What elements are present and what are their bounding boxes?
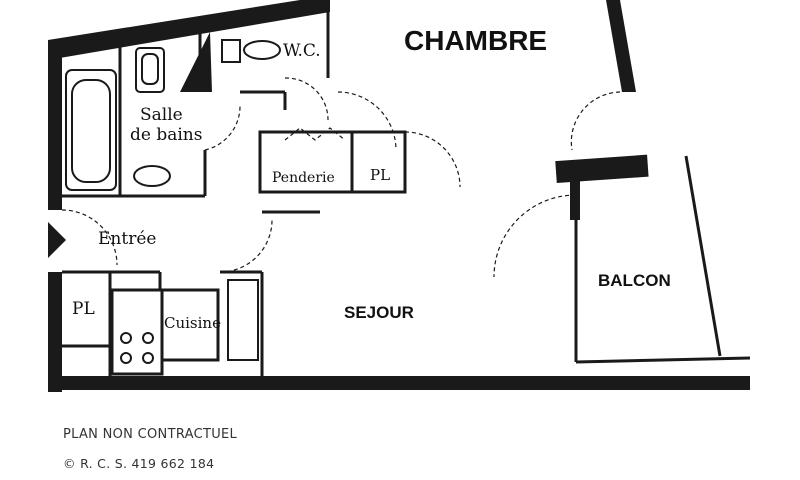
duct-marker <box>180 32 212 92</box>
bathtub <box>65 69 117 191</box>
hob-burner <box>120 352 132 364</box>
label-pl-entrance: PL <box>72 299 95 319</box>
sink <box>133 165 171 187</box>
hob-burner <box>120 332 132 344</box>
door-chambre-window <box>570 91 621 151</box>
label-sejour: SEJOUR <box>344 303 414 322</box>
door-sejour <box>219 219 273 273</box>
washbasin <box>135 47 165 93</box>
door-balcon <box>493 194 577 278</box>
floor-plan: CHAMBRE W.C. Salle de bains Penderie PL … <box>48 0 751 392</box>
footer-disclaimer: PLAN NON CONTRACTUEL <box>63 427 238 442</box>
label-salle-line2: de bains <box>130 125 202 145</box>
label-entree: Entrée <box>98 229 156 249</box>
hob-burner <box>142 332 154 344</box>
door-bathroom <box>204 104 241 151</box>
label-penderie: Penderie <box>272 170 335 186</box>
door-penderie <box>284 127 346 141</box>
label-pl-bedroom: PL <box>370 166 390 184</box>
label-chambre: CHAMBRE <box>404 25 547 56</box>
label-salle-line1: Salle <box>140 105 183 125</box>
door-wc <box>284 77 329 121</box>
footer-rcs-number: © R. C. S. 419 662 184 <box>63 456 215 471</box>
toilet <box>243 40 281 60</box>
label-wc: W.C. <box>283 41 321 61</box>
door-pl <box>404 131 461 188</box>
door-swings <box>61 77 621 278</box>
label-balcon: BALCON <box>598 271 671 290</box>
fridge <box>227 279 259 361</box>
door-entree <box>61 209 118 266</box>
door-chambre <box>337 91 397 151</box>
hob-burner <box>142 352 154 364</box>
entrance-arrow-icon <box>48 222 66 258</box>
label-cuisine: Cuisine <box>164 314 221 332</box>
fixtures <box>65 39 281 364</box>
